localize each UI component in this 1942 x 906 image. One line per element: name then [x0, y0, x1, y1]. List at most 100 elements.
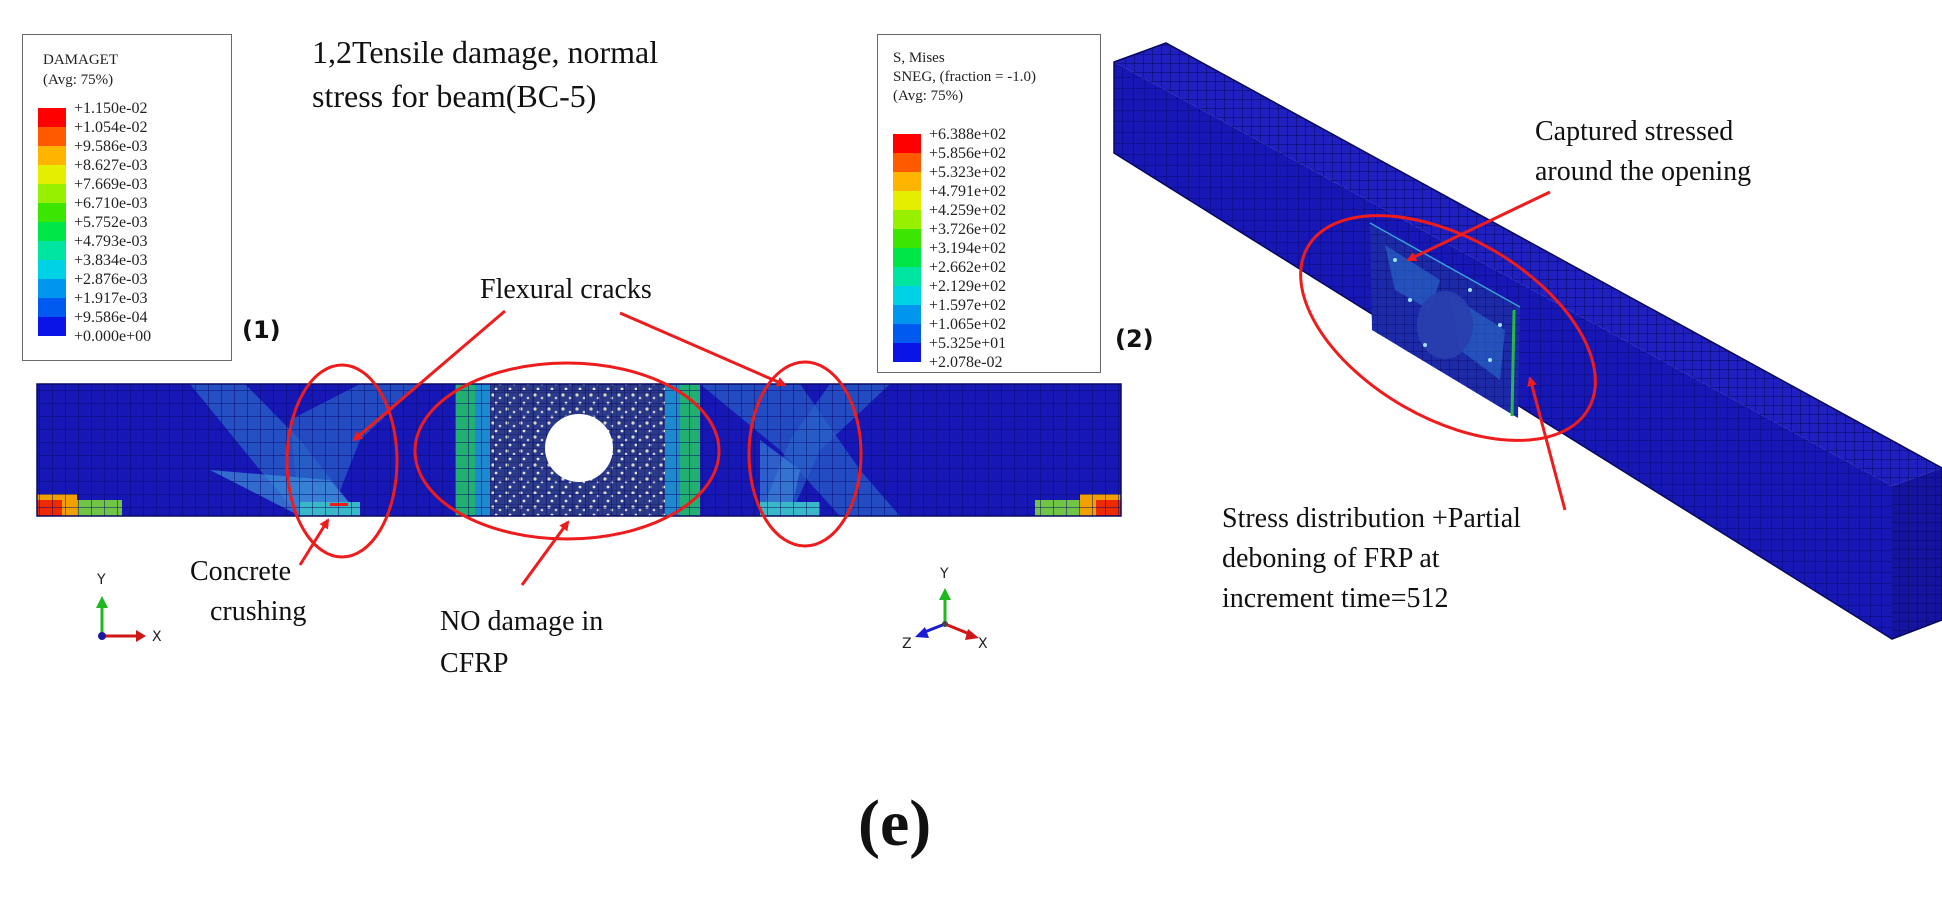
legend2-value: +1.065e+02 — [929, 315, 1007, 333]
legend2-value: +5.323e+02 — [929, 163, 1007, 181]
triad2-z-label: Z — [902, 636, 912, 652]
legend2-row: +5.856e+02 — [893, 144, 1007, 172]
legend1-swatch — [38, 184, 66, 203]
legend2-swatch — [893, 286, 921, 305]
legend1-row: +1.917e-03 — [38, 289, 148, 317]
legend1-swatch — [38, 241, 66, 260]
beam-3d — [1113, 42, 1942, 640]
legend2-row: +6.388e+02 — [893, 125, 1006, 153]
legend1-row: +8.627e-03 — [38, 156, 148, 184]
figure-title-line1: 1,2Tensile damage, normal — [312, 34, 659, 70]
legend1-value: +2.876e-03 — [74, 270, 148, 288]
legend2-row: +1.065e+02 — [893, 315, 1007, 343]
beam-opening — [545, 414, 613, 482]
legend1-row: +9.586e-04 — [38, 308, 148, 336]
legend2-swatch — [893, 229, 921, 248]
legend1-value: +1.917e-03 — [74, 289, 148, 307]
flexural-arrow-left — [352, 309, 506, 442]
legend2-avg: (Avg: 75%) — [893, 88, 964, 104]
legend2-value: +4.791e+02 — [929, 182, 1007, 200]
legend1-value: +5.752e-03 — [74, 213, 148, 231]
legend2-swatch — [893, 343, 921, 362]
legend1-row: +3.834e-03 — [38, 251, 148, 279]
crushing-zone-ellipse — [285, 363, 399, 559]
legend2-swatch — [893, 248, 921, 267]
legend2-row: +2.078e-02 — [893, 353, 1002, 372]
legend2-value: +3.726e+02 — [929, 220, 1007, 238]
mises-legend: S, Mises SNEG, (fraction = -1.0) (Avg: 7… — [877, 34, 1101, 373]
opening-stress-ellipse — [1299, 214, 1597, 442]
legend2-swatch — [893, 353, 921, 372]
legend2-value: +5.856e+02 — [929, 144, 1007, 162]
legend2-title: S, Mises — [893, 50, 945, 66]
legend2-sneg: SNEG, (fraction = -1.0) — [893, 69, 1037, 85]
legend1-value: +8.627e-03 — [74, 156, 148, 174]
legend1-swatch — [38, 279, 66, 298]
legend2-value: +2.129e+02 — [929, 277, 1007, 295]
no-damage-label-2: CFRP — [440, 648, 509, 679]
legend2-swatch — [893, 305, 921, 324]
legend2-row: +4.259e+02 — [893, 201, 1007, 229]
legend1-value: +4.793e-03 — [74, 232, 148, 250]
legend2-value: +4.259e+02 — [929, 201, 1007, 219]
captured-stress-label-2: around the opening — [1535, 156, 1752, 187]
legend2-swatch — [893, 153, 921, 172]
stress-dist-label-3: increment time=512 — [1222, 583, 1449, 614]
legend1-row: +2.876e-03 — [38, 270, 148, 298]
stress-dist-label-1: Stress distribution +Partial — [1222, 503, 1521, 534]
legend2-swatch — [893, 324, 921, 343]
damage-legend: DAMAGET (Avg: 75%) +1.150e-02+1.054e-02+… — [22, 34, 232, 361]
flexural-cracks-label: Flexural cracks — [480, 274, 652, 305]
no-damage-label-1: NO damage in — [440, 606, 604, 637]
crushing-arrow — [298, 518, 330, 566]
legend1-value: +0.000e+00 — [74, 327, 152, 345]
legend1-row: +1.054e-02 — [38, 118, 148, 146]
legend2-row: +2.129e+02 — [893, 277, 1007, 305]
legend1-value: +1.150e-02 — [74, 99, 148, 117]
figure-title-line2: stress for beam(BC-5) — [312, 78, 597, 114]
legend2-value: +3.194e+02 — [929, 239, 1007, 257]
legend1-row: +7.669e-03 — [38, 175, 148, 203]
legend1-swatch — [38, 327, 66, 346]
legend1-value: +9.586e-04 — [74, 308, 148, 326]
panel-2-tag: (2) — [1115, 325, 1154, 353]
legend1-row: +4.793e-03 — [38, 232, 148, 260]
legend1-swatch — [38, 317, 66, 336]
axis-triad-1: Y X — [96, 572, 162, 645]
stress-dist-label-2: deboning of FRP at — [1222, 543, 1440, 574]
axis-triad-2: Y Z X — [902, 566, 988, 652]
legend2-value: +5.325e+01 — [929, 334, 1007, 352]
legend1-value: +3.834e-03 — [74, 251, 148, 269]
captured-stress-label-1: Captured stressed — [1535, 116, 1734, 147]
legend2-row: +2.662e+02 — [893, 258, 1007, 286]
legend1-swatch — [38, 165, 66, 184]
legend1-swatch — [38, 203, 66, 222]
triad1-y-label: Y — [96, 572, 106, 588]
legend2-row: +4.791e+02 — [893, 182, 1007, 210]
legend2-swatch — [893, 172, 921, 191]
legend1-value: +7.669e-03 — [74, 175, 148, 193]
triad2-x-label: X — [978, 636, 988, 652]
legend1-row: +1.150e-02 — [38, 99, 148, 127]
cfrp-zone-ellipse — [413, 361, 721, 541]
legend2-value: +2.662e+02 — [929, 258, 1007, 276]
panel-1-tag: (1) — [242, 316, 281, 344]
legend1-swatch — [38, 298, 66, 317]
legend2-row: +5.323e+02 — [893, 163, 1007, 191]
legend2-row: +5.325e+01 — [893, 334, 1007, 362]
legend2-swatch — [893, 134, 921, 153]
legend1-row: +9.586e-03 — [38, 137, 147, 165]
legend1-swatch — [38, 146, 66, 165]
legend1-row: +0.000e+00 — [38, 327, 151, 346]
legend1-value: +1.054e-02 — [74, 118, 148, 136]
stress-dist-arrow — [1527, 376, 1567, 511]
figure-caption: (e) — [858, 787, 932, 860]
legend1-title: DAMAGET — [43, 52, 118, 68]
legend1-swatch — [38, 222, 66, 241]
legend1-value: +6.710e-03 — [74, 194, 148, 212]
concrete-crushing-label-1: Concrete — [190, 556, 292, 587]
legend2-row: +3.726e+02 — [893, 220, 1007, 248]
beam-2d — [36, 383, 1122, 517]
legend2-swatch — [893, 210, 921, 229]
